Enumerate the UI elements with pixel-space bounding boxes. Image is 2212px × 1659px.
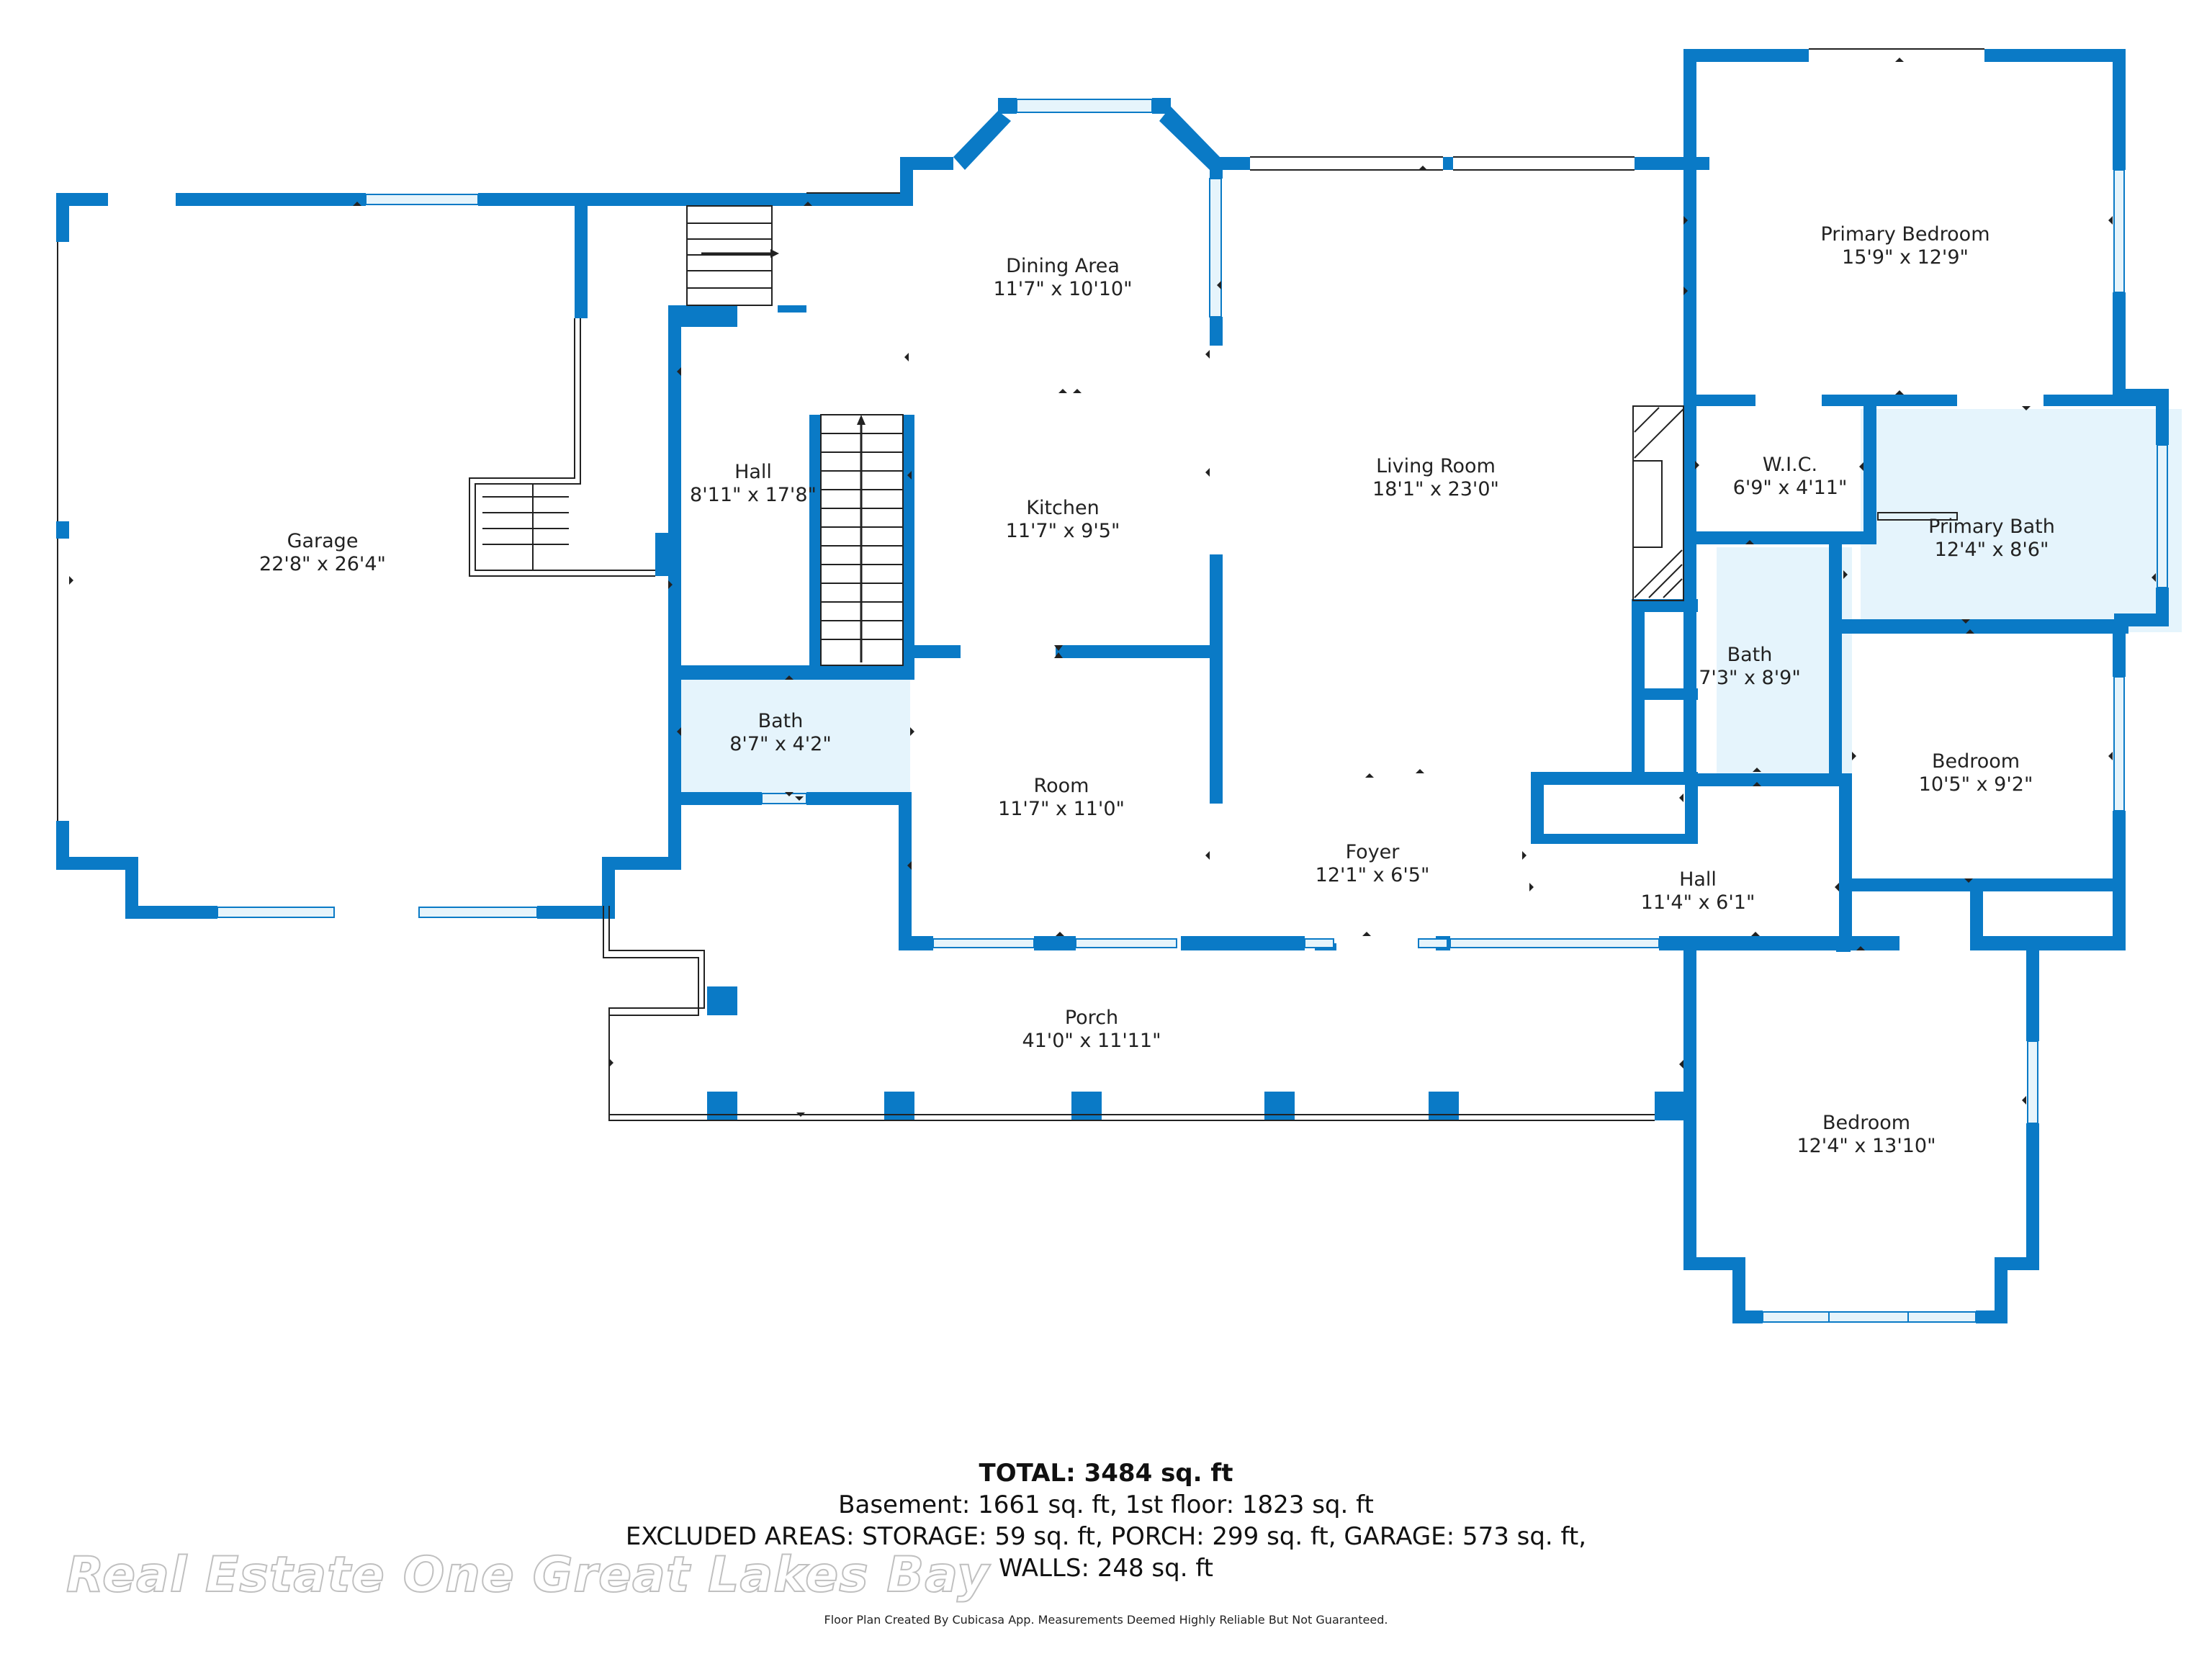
wic-name: W.I.C.: [1763, 454, 1817, 476]
hall-left-dim: 8'11" x 17'8": [690, 484, 817, 506]
stair-arrow-lower: [857, 415, 866, 425]
wic-dim: 6'9" x 4'11": [1733, 477, 1848, 499]
excluded-areas: EXCLUDED AREAS: STORAGE: 59 sq. ft, PORC…: [625, 1522, 1587, 1551]
living-name: Living Room: [1376, 455, 1496, 477]
stair-arrow-upper: [770, 249, 779, 258]
total-area: TOTAL: 3484 sq. ft: [979, 1459, 1233, 1488]
stairs: [482, 205, 904, 666]
walls: [56, 49, 2169, 1323]
walls-area: WALLS: 248 sq. ft: [998, 1554, 1214, 1583]
garage-dim: 22'8" x 26'4": [259, 553, 386, 575]
bath-left-fill: [681, 680, 910, 796]
watermark: Real Estate One Great Lakes Bay: [66, 1546, 990, 1604]
bath-left-name: Bath: [758, 710, 804, 732]
door-markers: [69, 58, 2156, 1117]
dining-name: Dining Area: [1006, 255, 1120, 277]
hall-left-name: Hall: [734, 461, 772, 483]
room-dim: 11'7" x 11'0": [998, 798, 1125, 820]
primary-bath-dim: 12'4" x 8'6": [1935, 539, 2049, 561]
porch-name: Porch: [1065, 1007, 1118, 1029]
primary-bedroom-name: Primary Bedroom: [1820, 223, 1990, 246]
floor-areas: Basement: 1661 sq. ft, 1st floor: 1823 s…: [838, 1491, 1374, 1519]
floor-plan: Garage 22'8" x 26'4" Hall 8'11" x 17'8" …: [56, 48, 2182, 1323]
primary-bedroom-dim: 15'9" x 12'9": [1842, 246, 1969, 269]
bedroom-bottom-name: Bedroom: [1822, 1112, 1910, 1134]
thin-lines: [57, 48, 1984, 1121]
bedroom-right-name: Bedroom: [1932, 750, 2020, 773]
porch-dim: 41'0" x 11'11": [1022, 1030, 1161, 1052]
dining-dim: 11'7" x 10'10": [993, 278, 1132, 300]
windows: [217, 99, 2168, 1323]
kitchen-dim: 11'7" x 9'5": [1006, 520, 1120, 542]
room-name: Room: [1034, 775, 1089, 797]
garage-name: Garage: [287, 530, 359, 552]
foyer-name: Foyer: [1346, 841, 1401, 863]
hall-right-name: Hall: [1679, 868, 1717, 891]
bath-right-dim: 7'3" x 8'9": [1699, 667, 1801, 689]
foyer-dim: 12'1" x 6'5": [1316, 864, 1430, 886]
bedroom-bottom-dim: 12'4" x 13'10": [1797, 1135, 1936, 1157]
bath-right-name: Bath: [1727, 644, 1773, 666]
primary-bath-name: Primary Bath: [1928, 516, 2055, 538]
bedroom-right-dim: 10'5" x 9'2": [1919, 773, 2033, 796]
hall-right-dim: 11'4" x 6'1": [1641, 891, 1755, 914]
kitchen-name: Kitchen: [1026, 497, 1099, 519]
room-labels: Garage 22'8" x 26'4" Hall 8'11" x 17'8" …: [259, 223, 2055, 1157]
bath-left-dim: 8'7" x 4'2": [729, 733, 832, 755]
fireplace: [1632, 405, 1684, 601]
credit-note: Floor Plan Created By Cubicasa App. Meas…: [824, 1613, 1388, 1627]
living-dim: 18'1" x 23'0": [1372, 478, 1499, 500]
